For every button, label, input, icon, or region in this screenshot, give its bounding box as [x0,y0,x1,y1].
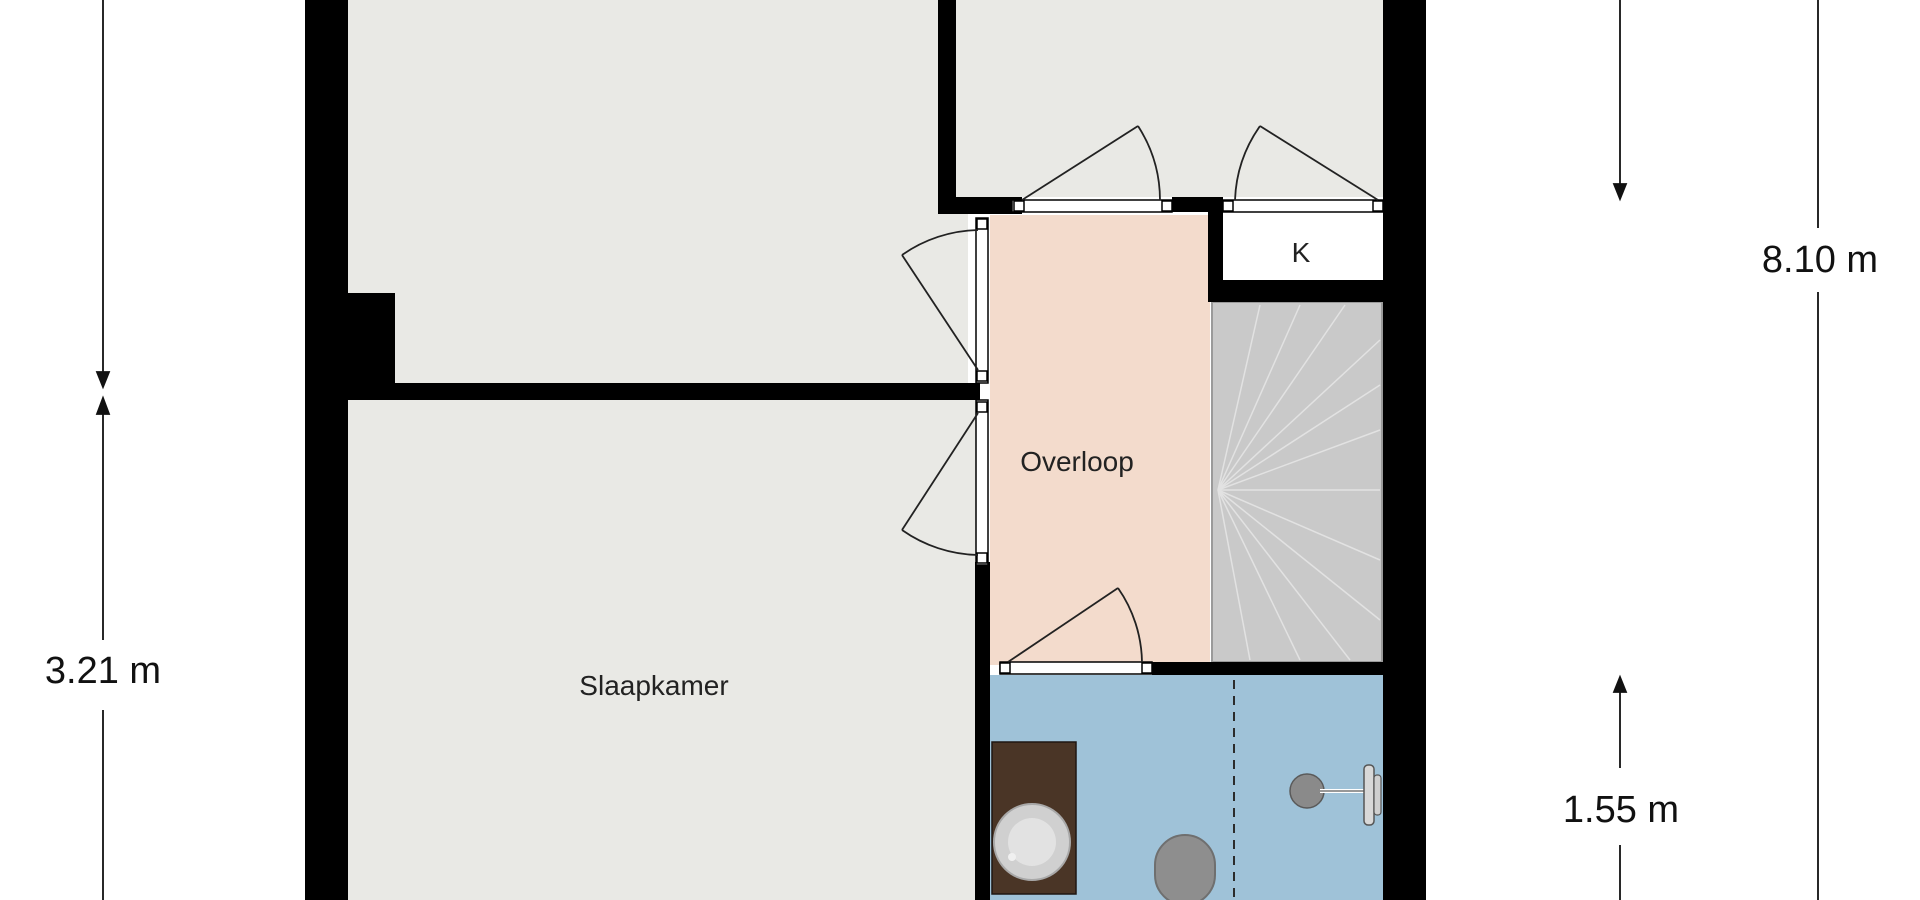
room-label-kast: K [1292,237,1311,268]
staircase-icon [1211,301,1383,663]
door-swing-icon [901,125,1379,663]
room-label-slaapkamer: Slaapkamer [579,670,728,701]
washbasin-icon [991,741,1077,895]
overloop-floor [990,215,1210,665]
dimension-right-total: 8.10 m [1762,239,1878,281]
toilet-icon [1154,834,1216,900]
shower-icon [1289,764,1382,826]
slaapkamer-floor [348,400,980,900]
dimension-left-height: 3.21 m [45,650,161,692]
bedroom-top-floor [348,0,968,383]
dimension-lines [95,0,1819,900]
walls [305,0,1426,900]
kast-floor [1223,212,1383,280]
room-label-overloop: Overloop [1020,446,1134,477]
room-top-right-floor [955,0,1385,197]
dimension-right-partial: 1.55 m [1563,789,1679,831]
